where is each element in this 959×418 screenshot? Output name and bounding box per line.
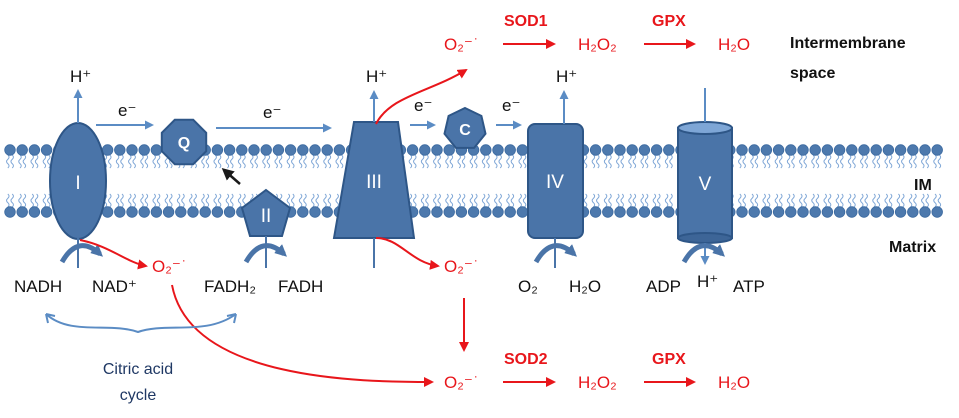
arrow-II-to-Q <box>221 168 241 185</box>
complex-III-label: III <box>366 172 382 193</box>
gpx-label-top: GPX <box>652 13 686 30</box>
complex-V-label: V <box>699 174 712 195</box>
complex-IV: IV <box>527 123 584 239</box>
nadh-label: NADH <box>14 277 62 296</box>
lipid-bilayer <box>4 144 943 218</box>
complex-I: I <box>49 122 107 240</box>
complex-III: III <box>332 121 416 239</box>
intermembrane-label-2: space <box>790 65 835 82</box>
curve-arrow-I <box>59 243 103 264</box>
ros-arrow-I <box>79 239 148 270</box>
complex-II: II <box>240 188 292 237</box>
hplus-IV: H⁺ <box>556 67 577 86</box>
cytochrome-c: C <box>443 106 487 149</box>
citric-brace-head-left <box>45 313 56 324</box>
o2-label: O₂ <box>518 277 538 296</box>
electron-1: e⁻ <box>118 101 136 120</box>
citric-brace <box>45 313 237 334</box>
h2o-label: H₂O <box>569 277 601 296</box>
superoxide-top: O₂⁻· <box>444 31 478 54</box>
hplus-III: H⁺ <box>366 67 387 86</box>
citric-label-1: Citric acid <box>103 361 173 378</box>
ubiquinone-label: Q <box>178 135 190 152</box>
im-label: IM <box>914 177 932 194</box>
cytochrome-c-label: C <box>459 122 471 139</box>
electron-4: e⁻ <box>502 96 520 115</box>
sod2-label: SOD2 <box>504 351 548 368</box>
h2o-bottom: H₂O <box>718 373 750 392</box>
fadh2-label: FADH₂ <box>204 277 256 296</box>
ros-arrow-III-bottom <box>375 237 440 270</box>
citric-brace-head-right <box>226 313 237 324</box>
electron-2: e⁻ <box>263 103 281 122</box>
fadh-label: FADH <box>278 277 323 296</box>
curve-arrow-IV <box>533 243 577 264</box>
sod1-label: SOD1 <box>504 13 548 30</box>
superoxide-I: O₂⁻· <box>152 253 186 276</box>
complex-II-label: II <box>261 206 272 227</box>
ros-arrow-long <box>171 284 434 387</box>
curve-arrow-II <box>243 243 287 264</box>
complex-I-label: I <box>75 173 80 194</box>
hplus-V: H⁺ <box>697 272 718 291</box>
intermembrane-label-1: Intermembrane <box>790 35 906 52</box>
superoxide-III: O₂⁻· <box>444 253 478 276</box>
complex-V: V <box>677 121 733 244</box>
hplus-I: H⁺ <box>70 67 91 86</box>
ubiquinone: Q <box>160 118 208 166</box>
h2o2-top: H₂O₂ <box>578 35 617 54</box>
complex-IV-label: IV <box>546 172 564 193</box>
atp-label: ATP <box>733 277 765 296</box>
h2o-top: H₂O <box>718 35 750 54</box>
gpx-label-bottom: GPX <box>652 351 686 368</box>
superoxide-bottom: O₂⁻· <box>444 369 478 392</box>
h2o2-bottom: H₂O₂ <box>578 373 617 392</box>
matrix-label: Matrix <box>889 239 936 256</box>
ros-arrow-III-top <box>375 68 468 125</box>
electron-3: e⁻ <box>414 96 432 115</box>
adp-label: ADP <box>646 277 681 296</box>
nad-plus-label: NAD⁺ <box>92 277 137 296</box>
citric-label-2: cycle <box>120 387 157 404</box>
curve-arrow-V <box>681 243 725 264</box>
